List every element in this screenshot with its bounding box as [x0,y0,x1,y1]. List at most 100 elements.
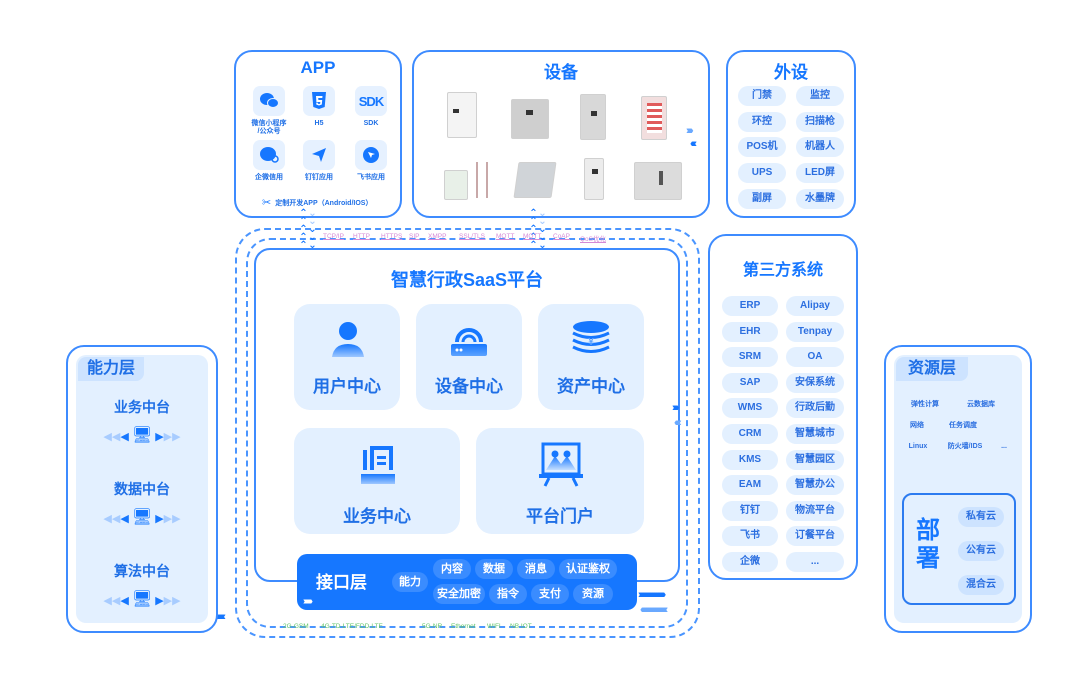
app-item-h5[interactable]: H5 [294,86,344,128]
app-item-wechat[interactable]: 微信小程序 /公众号 [244,86,294,136]
third-party-item[interactable]: 智慧城市 [786,424,844,444]
third-party-item[interactable]: SRM [722,347,778,368]
platform-title: 智慧行政SaaS平台 [390,270,544,290]
peripheral-item[interactable]: 扫描枪 [796,112,844,132]
third-party-item[interactable]: WMS [722,398,778,419]
app-label: 企微信用 [255,174,283,181]
app-item-wecom[interactable]: 企微信用 [244,140,294,182]
peripheral-item[interactable]: UPS [738,163,786,183]
protocol-label: SIP [409,233,420,240]
api-layer-title: 接口层 [316,573,367,592]
protocol-label: TCP/IP [323,233,344,240]
app-item-sdk[interactable]: SDK SDK [346,86,396,128]
third-party-item[interactable]: SAP [722,372,778,393]
third-party-item[interactable]: 飞书 [722,526,778,547]
deploy-box: 部署 私有云 公有云 混合云 [902,493,1016,605]
capability-inner [76,355,208,623]
third-party-item[interactable]: 企微 [722,552,778,572]
api-chip[interactable]: 资源 [573,584,613,604]
network-label: 2G-GSM [283,623,309,630]
card-device-center[interactable]: 设备中心 [416,304,522,410]
resource-tag[interactable]: Linux [902,439,934,455]
peripheral-item[interactable]: 门禁 [738,86,786,106]
capability-item-data[interactable]: 数据中台 ◀◀◀ 🖥 ▶▶▶ [76,479,208,527]
api-chip[interactable]: 安全加密 [433,584,485,604]
peripheral-item[interactable]: 监控 [796,86,844,106]
peripheral-item[interactable]: 机器人 [796,137,844,157]
network-label: 4G-TD-LTE/FDD-LTE [321,623,383,630]
card-user-center[interactable]: 用户中心 [294,304,400,410]
third-party-item[interactable]: EHR [722,321,778,342]
resource-tag[interactable]: 弹性计算 [902,397,948,413]
capability-item-business[interactable]: 业务中台 ◀◀◀ 🖥 ▶▶▶ [76,397,208,445]
user-icon [332,322,364,357]
device-smart-cabinet [580,94,606,140]
dashed-boundary-outer [235,228,700,638]
peripheral-item[interactable]: 环控 [738,112,786,132]
third-party-item[interactable]: 订餐平台 [786,526,844,547]
api-chip[interactable]: 数据 [475,559,513,579]
resource-title: 资源层 [896,357,968,381]
device-locker-cabinet [447,92,477,138]
card-label: 平台门户 [526,507,594,526]
resource-tag[interactable]: 任务调度 [940,418,986,434]
api-chip[interactable]: 认证鉴权 [559,559,617,579]
third-party-item[interactable]: ERP [722,296,778,316]
deploy-option[interactable]: 公有云 [958,541,1004,561]
peripheral-item[interactable]: POS机 [738,137,786,157]
resource-panel: 资源层 弹性计算 云数据库 网络 任务调度 Linux 防火墙/IDS ... … [884,345,1032,633]
api-chip[interactable]: 支付 [531,584,569,604]
third-party-item[interactable]: Tenpay [786,321,844,342]
resource-tag[interactable]: 防火墙/IDS [940,439,990,455]
api-chip-ability[interactable]: 能力 [392,572,428,592]
business-icon [361,446,395,484]
custom-app-row[interactable]: ✂ 定制开发APP（Android/IOS） [262,196,372,209]
peripheral-item[interactable]: 水墨牌 [796,189,844,209]
arrow-right-platform-thirdparty: ››››››› [672,402,679,414]
capability-label: 业务中台 [114,399,170,415]
deploy-option[interactable]: 私有云 [958,507,1004,527]
feishu-icon [355,140,387,170]
resource-tag[interactable]: 网络 [902,418,932,434]
api-chip[interactable]: 内容 [433,559,471,579]
third-party-item[interactable]: 钉钉 [722,500,778,521]
arrow-right-devices-peripherals: ››››››› [686,125,693,137]
protocol-label: MQTT [496,233,515,240]
api-arrow-strip: ››››››››››››››››››››› [303,596,313,607]
capability-item-algorithm[interactable]: 算法中台 ◀◀◀ 🖥 ▶▶▶ [76,561,208,609]
network-label: WIFI [487,623,501,630]
device-vending-machine [641,96,667,140]
peripheral-item[interactable]: LED屏 [796,163,844,183]
third-party-item[interactable]: ... [786,552,844,572]
sdk-icon: SDK [355,86,387,116]
third-party-item[interactable]: 智慧园区 [786,449,844,470]
dashed-boundary-inner [246,238,688,628]
resource-tag[interactable]: 云数据库 [958,397,1004,413]
resource-tag[interactable]: ... [996,439,1012,455]
api-chip[interactable]: 指令 [489,584,527,604]
third-party-item[interactable]: 安保系统 [786,372,844,393]
dingtalk-icon [303,140,335,170]
third-party-item[interactable]: EAM [722,475,778,496]
app-panel: APP 微信小程序 /公众号 H5 SDK SDK 企微信用 钉钉应用 飞书应用… [234,50,402,218]
card-asset-center[interactable]: ¥ 资产中心 [538,304,644,410]
app-item-feishu[interactable]: 飞书应用 [346,140,396,182]
third-party-item[interactable]: 智慧办公 [786,475,844,496]
third-party-item[interactable]: 物流平台 [786,500,844,521]
app-title: APP [300,58,336,77]
third-party-item[interactable]: 行政后勤 [786,398,844,419]
capability-title: 能力层 [78,357,144,381]
deploy-option[interactable]: 混合云 [958,575,1004,595]
peripheral-item[interactable]: 副屏 [738,189,786,209]
third-party-item[interactable]: Alipay [786,296,844,316]
app-item-dingtalk[interactable]: 钉钉应用 [294,140,344,182]
protocol-label: CoAP [553,233,570,240]
third-party-item[interactable]: CRM [722,424,778,444]
third-party-item[interactable]: OA [786,347,844,368]
card-platform-portal[interactable]: 平台门户 [476,428,644,534]
third-party-item[interactable]: KMS [722,449,778,470]
card-business-center[interactable]: 业务中心 [294,428,460,534]
arrow-right-platform-resource: ›››››››››››››››››››››››››››››››››››››› [638,589,666,601]
api-chip[interactable]: 消息 [517,559,555,579]
protocol-label: MQTT [523,233,542,240]
